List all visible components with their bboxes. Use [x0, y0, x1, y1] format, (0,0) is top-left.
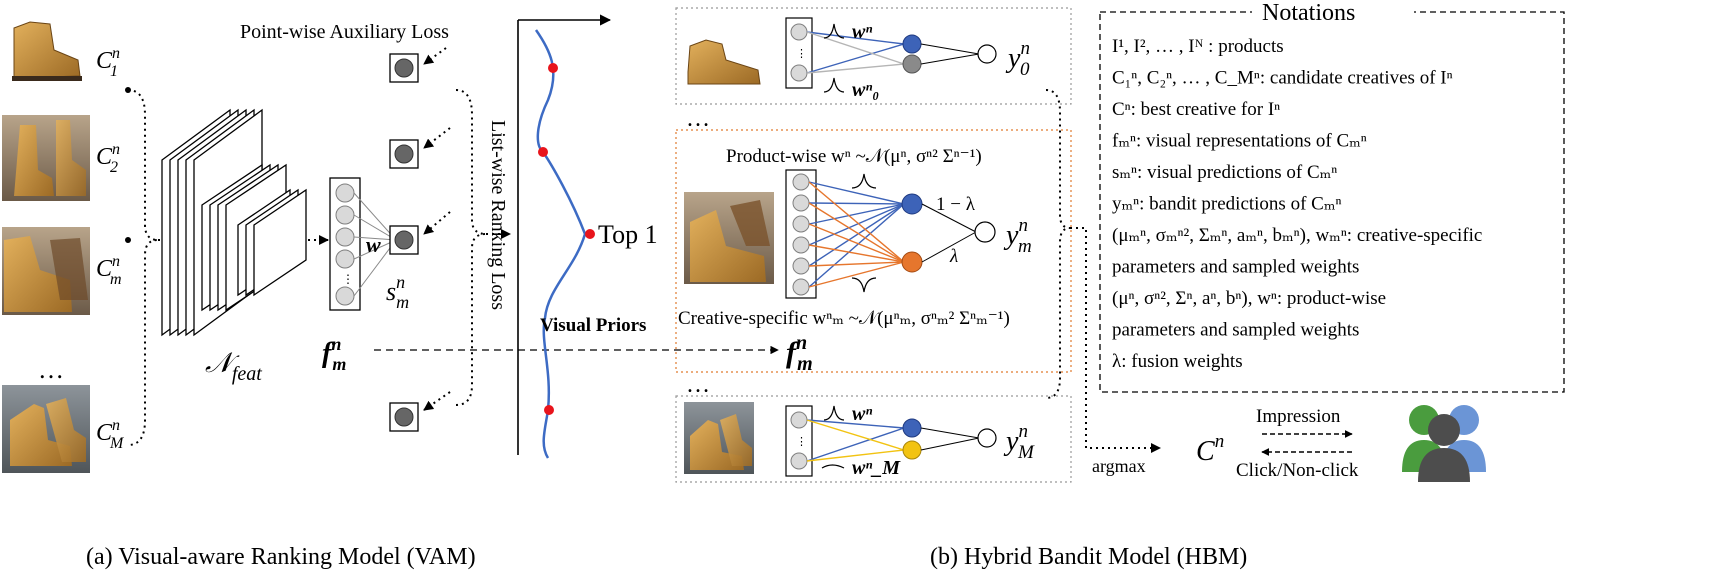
- best-creative-label: Cn: [1196, 431, 1224, 467]
- notation-line: Cⁿ: best creative for Iⁿ: [1112, 99, 1280, 120]
- hbm-top-image: [687, 39, 761, 85]
- input-brace: [127, 89, 159, 446]
- fc-connections: [353, 192, 397, 297]
- product-wise-label: Product-wise wⁿ ~𝒩(μⁿ, σⁿ² Σⁿ⁻¹): [726, 146, 982, 167]
- creative-image-M: [2, 385, 90, 473]
- hbm-mid-net: [785, 169, 996, 299]
- feature-vector: ⋮: [329, 177, 361, 311]
- bot-wM-label: wⁿ_M: [852, 457, 901, 479]
- creative-image-1: [2, 10, 88, 88]
- output-brace: [1045, 89, 1161, 453]
- notation-line: fₘⁿ: visual representations of Cₘⁿ: [1112, 131, 1367, 152]
- notation-line: parameters and sampled weights: [1112, 320, 1359, 341]
- notation-line: C₁ⁿ, C₂ⁿ, … , C_Mⁿ: candidate creatives …: [1112, 68, 1453, 89]
- vam-caption: (a) Visual-aware Ranking Model (VAM): [86, 544, 476, 570]
- hbm-bottom-image: [684, 402, 754, 474]
- hbm-bottom-net: ⋮: [785, 405, 997, 477]
- aux-loss-label: Point-wise Auxiliary Loss: [240, 21, 449, 43]
- hbm-mid-image: [684, 192, 774, 284]
- aux-output-nodes: [389, 53, 419, 432]
- notations-title: Notations: [1262, 0, 1355, 26]
- hbm-ellipsis-1: …: [686, 106, 710, 132]
- notation-line: I¹, I², … , Iᴺ : products: [1112, 36, 1284, 57]
- users-icon: [1402, 405, 1486, 482]
- creative-image-2: [2, 115, 90, 201]
- svg-text:⋮: ⋮: [342, 272, 354, 286]
- notation-line: sₘⁿ: visual predictions of Cₘⁿ: [1112, 162, 1337, 183]
- argmax-label: argmax: [1092, 456, 1146, 476]
- cnn-feature-extractor: [161, 108, 307, 337]
- notation-line: parameters and sampled weights: [1112, 257, 1359, 278]
- ranking-loss-label: List-wise Ranking Loss: [487, 120, 509, 310]
- creatives-ellipsis: …: [38, 355, 64, 384]
- svg-text:⋮: ⋮: [796, 48, 807, 60]
- top-w-label: wⁿ: [852, 21, 872, 43]
- notation-line: λ: fusion weights: [1112, 351, 1243, 372]
- notation-line: (μₘⁿ, σₘⁿ², Σₘⁿ, aₘⁿ, bₘⁿ), wₘⁿ: creativ…: [1112, 225, 1482, 246]
- priors-points: [538, 63, 595, 415]
- creative-image-m: [2, 227, 90, 315]
- impression-label: Impression: [1256, 406, 1341, 427]
- top-w0-label: wⁿ₀: [852, 79, 879, 101]
- hbm-caption: (b) Hybrid Bandit Model (HBM): [930, 544, 1247, 570]
- creative-specific-label: Creative-specific wⁿₘ ~𝒩(μⁿₘ, σⁿₘ² Σⁿₘ⁻¹…: [678, 308, 1010, 329]
- notation-line: (μⁿ, σⁿ², Σⁿ, aⁿ, bⁿ), wⁿ: product-wise: [1112, 288, 1386, 309]
- click-label: Click/Non-click: [1236, 460, 1359, 481]
- lambda-label: λ: [949, 246, 958, 267]
- hbm-mid-box: [675, 129, 1072, 373]
- hbm-top-net: ⋮: [785, 17, 997, 93]
- hbm-ellipsis-2: …: [686, 372, 710, 398]
- one-minus-lambda-label: 1 − λ: [936, 194, 976, 215]
- visual-priors-label: Visual Priors: [540, 315, 646, 336]
- bot-w-label: wⁿ: [852, 403, 872, 425]
- network-label: 𝒩feat: [205, 348, 262, 385]
- notation-line: yₘⁿ: bandit predictions of Cₘⁿ: [1112, 194, 1341, 215]
- priors-curve: [534, 29, 587, 459]
- weight-w-label: w: [366, 232, 381, 257]
- svg-text:⋮: ⋮: [796, 436, 807, 448]
- top1-label: Top 1: [598, 220, 658, 249]
